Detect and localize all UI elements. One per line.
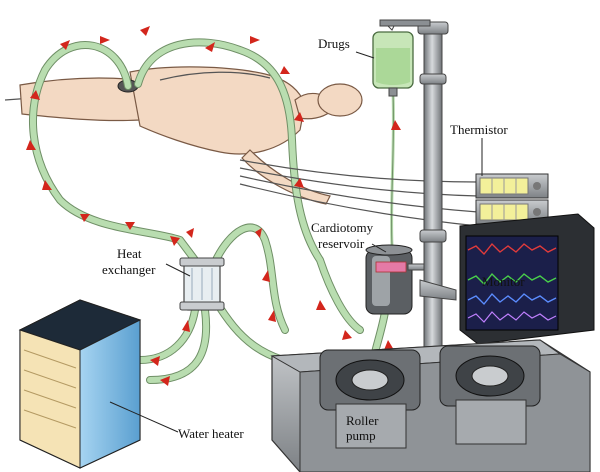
cardiotomy-reservoir (365, 244, 425, 315)
drug-bag (372, 25, 414, 97)
labels: Drugs Thermistor Cardiotomy reservoir He… (102, 36, 525, 443)
label-cardiotomy-line2: reservoir (318, 236, 365, 251)
patient-body (4, 66, 363, 205)
label-heat-exchanger-line2: exchanger (102, 262, 156, 277)
label-roller-pump-line1: Roller (346, 413, 379, 428)
monitor-unit (459, 213, 595, 345)
label-thermistor: Thermistor (450, 122, 508, 137)
thermistor-unit (475, 173, 549, 225)
flow-arrows (26, 26, 401, 386)
label-water-heater: Water heater (178, 426, 244, 441)
label-roller-pump-line2: pump (346, 428, 376, 443)
water-heater (18, 299, 142, 469)
roller-pump-console (270, 339, 591, 472)
label-heat-exchanger-line1: Heat (117, 246, 142, 261)
label-cardiotomy-line1: Cardiotomy (311, 220, 374, 235)
heat-exchanger (179, 257, 225, 311)
iv-pole (379, 19, 457, 379)
sensor-wires (159, 71, 479, 227)
label-drugs: Drugs (318, 36, 350, 51)
label-monitor: Monitor (482, 274, 525, 289)
